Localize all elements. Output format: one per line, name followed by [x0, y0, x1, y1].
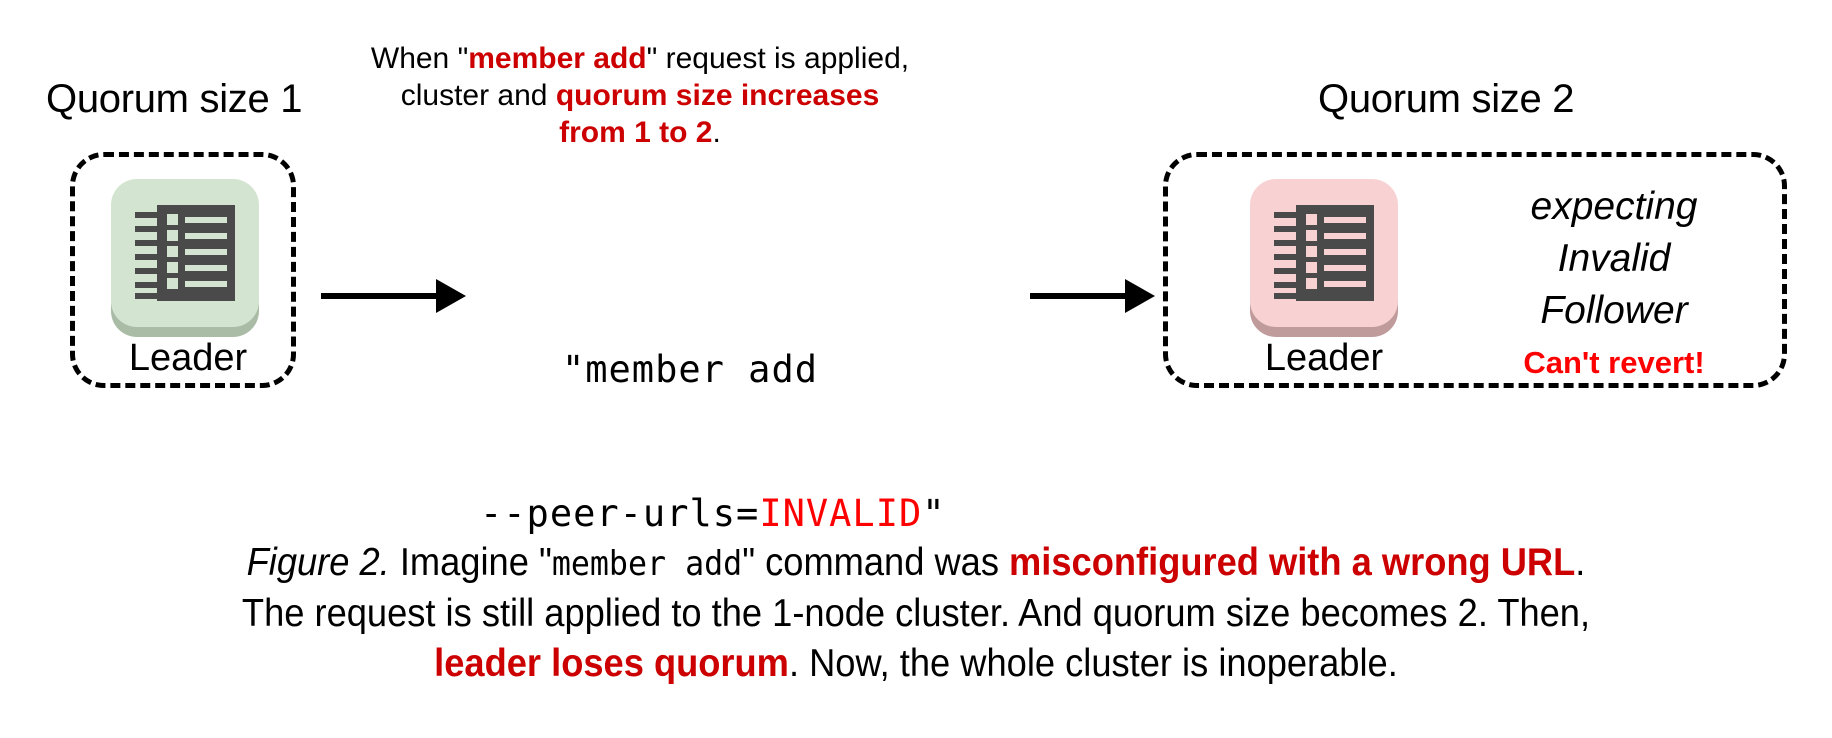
top-caption: When "member add" request is applied, cl…: [310, 40, 970, 151]
right-node-box: Leader expecting Invalid Follower Can't …: [1163, 152, 1787, 388]
top-caption-l3a: from 1 to 2: [559, 116, 713, 149]
figure-caption-p1: Imagine ": [389, 541, 552, 584]
arrow-left-shaft: [321, 293, 441, 299]
top-caption-l2a: cluster and: [400, 79, 556, 112]
arrow-left-head: [436, 279, 466, 313]
ledger-icon-glyph: [135, 205, 235, 301]
figure-caption-line-1: Figure 2. Imagine "member add" command w…: [64, 538, 1768, 589]
command-line-2-prefix: --peer-urls=: [480, 492, 760, 535]
expecting-line-2: Invalid: [1557, 237, 1671, 280]
ledger-icon-face: [111, 179, 259, 327]
figure-caption-p3: .: [1575, 541, 1586, 584]
top-caption-l2b: quorum size increases: [555, 79, 880, 112]
top-caption-l3b: .: [712, 116, 721, 149]
arrow-right-head: [1125, 279, 1155, 313]
figure-caption: Figure 2. Imagine "member add" command w…: [64, 538, 1768, 689]
right-quorum-title: Quorum size 2: [1318, 77, 1575, 121]
top-caption-l1b: member add: [468, 42, 647, 75]
command-line-2: --peer-urls=INVALID": [480, 490, 945, 538]
figure-caption-red-1: misconfigured with a wrong URL: [1009, 541, 1576, 584]
figure-caption-line-2: The request is still applied to the 1-no…: [64, 589, 1768, 639]
figure-caption-red-2: leader loses quorum: [434, 642, 789, 685]
figure-caption-p4: The request is still applied to the 1-no…: [241, 592, 1591, 635]
expecting-text: expecting Invalid Follower: [1464, 181, 1764, 337]
ledger-icon-glyph: [1274, 205, 1374, 301]
expecting-line-3: Follower: [1540, 289, 1688, 332]
figure-caption-p5: . Now, the whole cluster is inoperable.: [788, 642, 1398, 685]
figure-caption-p2: " command was: [742, 541, 1010, 584]
expecting-line-1: expecting: [1530, 185, 1698, 228]
top-caption-line-1: When "member add" request is applied,: [310, 40, 970, 77]
figure-caption-line-3: leader loses quorum. Now, the whole clus…: [64, 639, 1768, 689]
left-leader-label: Leader: [128, 337, 248, 379]
cant-revert-warning: Can't revert!: [1523, 345, 1705, 380]
figure-caption-label: Figure 2.: [246, 541, 390, 584]
command-text: "member add --peer-urls=INVALID": [480, 250, 945, 634]
top-caption-line-3: from 1 to 2.: [310, 114, 970, 151]
ledger-icon: [111, 179, 259, 337]
top-caption-l1c: " request is applied,: [646, 42, 910, 75]
arrow-right-shaft: [1030, 293, 1130, 299]
command-line-2-suffix: ": [922, 492, 946, 535]
ledger-icon-face: [1250, 179, 1398, 327]
left-node-box: Leader: [70, 152, 296, 388]
command-invalid-token: INVALID: [759, 492, 923, 535]
right-leader-label: Leader: [1264, 337, 1384, 379]
top-caption-l1a: When ": [370, 42, 469, 75]
ledger-icon: [1250, 179, 1398, 337]
left-quorum-title: Quorum size 1: [46, 77, 303, 121]
command-line-1: "member add: [561, 348, 819, 391]
top-caption-line-2: cluster and quorum size increases: [310, 77, 970, 114]
figure-caption-mono: member add: [551, 544, 743, 584]
